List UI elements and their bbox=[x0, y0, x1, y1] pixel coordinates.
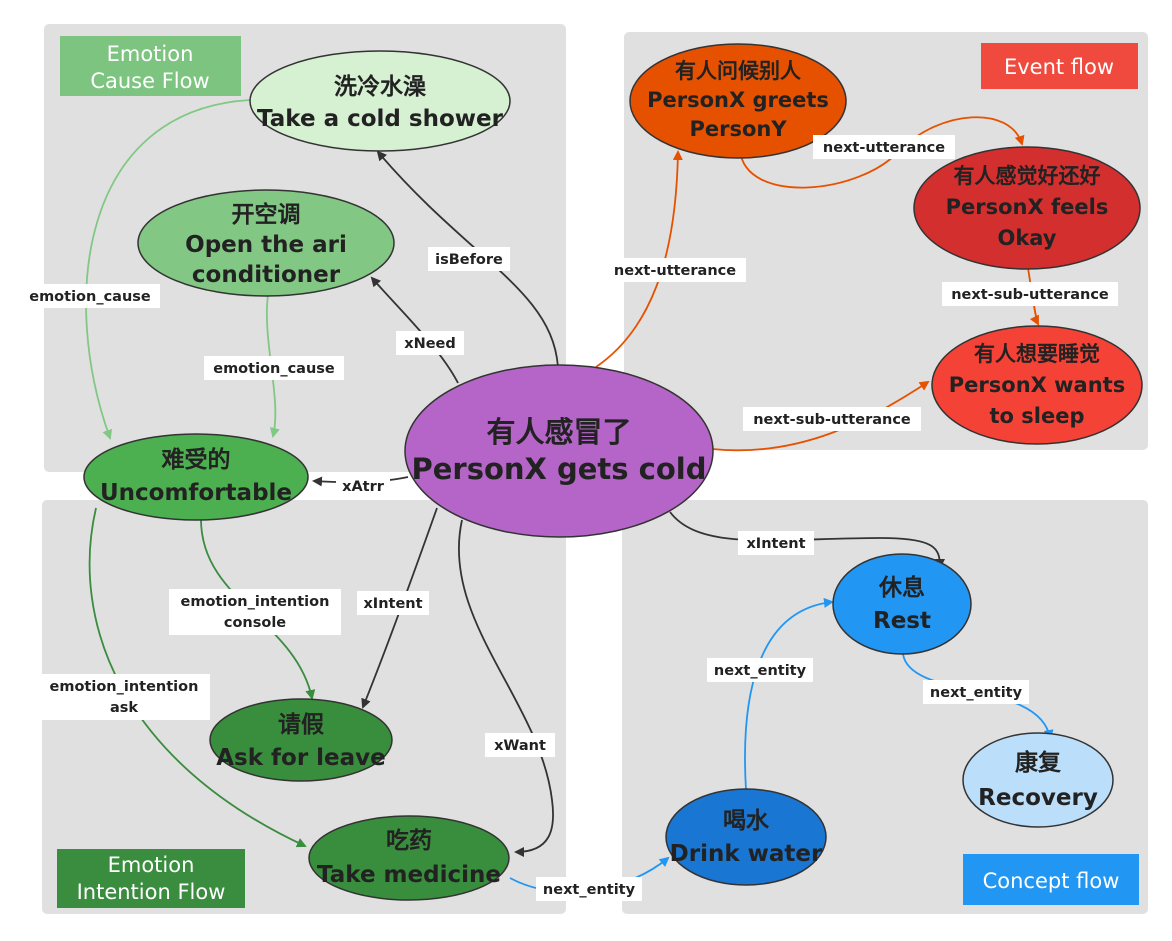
edge-next-sub-utterance-1 bbox=[1027, 267, 1039, 326]
label-emotion-intention-ask: emotion_intention ask bbox=[38, 674, 210, 720]
svg-text:Cause Flow: Cause Flow bbox=[90, 69, 209, 93]
svg-text:Take medicine: Take medicine bbox=[317, 862, 501, 888]
label-next-sub-utterance-1: next-sub-utterance bbox=[942, 282, 1118, 306]
concept-flow-label: Concept flow bbox=[963, 854, 1139, 905]
node-recovery: 康复 Recovery bbox=[962, 732, 1114, 828]
emotion-cause-flow-label: Emotion Cause Flow bbox=[60, 36, 241, 96]
svg-text:conditioner: conditioner bbox=[192, 262, 341, 288]
svg-text:next-sub-utterance: next-sub-utterance bbox=[753, 412, 911, 428]
label-xwant: xWant bbox=[485, 733, 555, 757]
svg-text:Emotion: Emotion bbox=[107, 42, 194, 66]
svg-text:有人感冒了: 有人感冒了 bbox=[486, 415, 631, 449]
label-next-entity-1: next_entity bbox=[536, 877, 642, 901]
svg-text:next_entity: next_entity bbox=[543, 882, 636, 898]
svg-text:Recovery: Recovery bbox=[978, 785, 1098, 811]
svg-text:Uncomfortable: Uncomfortable bbox=[100, 480, 292, 506]
svg-text:emotion_intention: emotion_intention bbox=[181, 594, 330, 610]
svg-text:next-sub-utterance: next-sub-utterance bbox=[951, 287, 1109, 303]
node-medicine: 吃药 Take medicine bbox=[308, 815, 510, 901]
svg-text:xAtrr: xAtrr bbox=[342, 479, 385, 495]
node-cold-shower: 洗冷水澡 Take a cold shower bbox=[249, 50, 511, 152]
edge-isbefore bbox=[376, 150, 559, 368]
svg-text:xIntent: xIntent bbox=[746, 536, 805, 552]
svg-text:PersonX wants: PersonX wants bbox=[949, 373, 1125, 397]
svg-text:emotion_cause: emotion_cause bbox=[213, 361, 335, 377]
edge-xneed bbox=[370, 276, 459, 384]
emotion-intention-flow-label: Emotion Intention Flow bbox=[57, 849, 245, 908]
label-isbefore: isBefore bbox=[428, 247, 510, 271]
svg-text:xWant: xWant bbox=[494, 738, 546, 754]
svg-text:PersonX greets: PersonX greets bbox=[647, 88, 829, 112]
svg-text:Open the ari: Open the ari bbox=[185, 232, 347, 258]
svg-text:Intention Flow: Intention Flow bbox=[77, 880, 226, 904]
label-next-entity-2: next_entity bbox=[707, 658, 813, 682]
event-flow-label: Event flow bbox=[981, 43, 1138, 89]
svg-text:有人感觉好还好: 有人感觉好还好 bbox=[954, 164, 1101, 188]
svg-text:ask: ask bbox=[110, 700, 138, 716]
svg-text:Concept flow: Concept flow bbox=[983, 869, 1120, 893]
svg-text:Event flow: Event flow bbox=[1004, 55, 1114, 79]
svg-text:Take a cold shower: Take a cold shower bbox=[257, 106, 504, 132]
label-emotion-cause-2: emotion_cause bbox=[204, 356, 344, 380]
label-next-utterance-2: next-utterance bbox=[813, 135, 955, 159]
svg-text:xNeed: xNeed bbox=[404, 336, 456, 352]
node-aircon: 开空调 Open the ari conditioner bbox=[137, 189, 395, 297]
svg-text:next-utterance: next-utterance bbox=[823, 140, 945, 156]
svg-text:开空调: 开空调 bbox=[232, 201, 301, 228]
svg-text:console: console bbox=[224, 615, 286, 631]
edge-emotion-cause-1 bbox=[85, 99, 251, 440]
svg-text:to sleep: to sleep bbox=[990, 404, 1085, 428]
label-next-entity-3: next_entity bbox=[923, 680, 1029, 704]
svg-text:康复: 康复 bbox=[1015, 749, 1062, 776]
label-xintent-leave: xIntent bbox=[357, 591, 429, 615]
node-rest: 休息 Rest bbox=[832, 553, 972, 655]
svg-text:喝水: 喝水 bbox=[723, 808, 770, 834]
svg-text:next-utterance: next-utterance bbox=[614, 263, 736, 279]
svg-text:休息: 休息 bbox=[878, 574, 925, 601]
node-water: 喝水 Drink water bbox=[665, 788, 827, 886]
svg-text:Rest: Rest bbox=[873, 608, 931, 634]
svg-text:吃药: 吃药 bbox=[386, 828, 432, 854]
edge-next-sub-utterance-2 bbox=[711, 380, 930, 452]
label-emotion-cause-1: emotion_cause bbox=[20, 284, 160, 308]
label-xatrr: xAtrr bbox=[336, 475, 390, 497]
svg-text:isBefore: isBefore bbox=[435, 252, 503, 268]
label-emotion-intention-console: emotion_intention console bbox=[169, 589, 341, 635]
label-next-sub-utterance-2: next-sub-utterance bbox=[743, 407, 921, 431]
node-uncomfortable: 难受的 Uncomfortable bbox=[83, 433, 309, 521]
label-xneed: xNeed bbox=[396, 331, 464, 355]
node-greets: 有人问候别人 PersonX greets PersonY bbox=[629, 43, 847, 159]
svg-text:PersonX feels: PersonX feels bbox=[946, 195, 1109, 219]
node-leave: 请假 Ask for leave bbox=[209, 698, 393, 782]
svg-text:Ask for leave: Ask for leave bbox=[216, 745, 386, 771]
svg-text:Okay: Okay bbox=[997, 226, 1056, 250]
svg-text:next_entity: next_entity bbox=[930, 685, 1023, 701]
svg-text:emotion_cause: emotion_cause bbox=[29, 289, 151, 305]
node-sleep: 有人想要睡觉 PersonX wants to sleep bbox=[931, 325, 1143, 445]
label-next-utterance-1: next-utterance bbox=[604, 258, 746, 282]
edge-xintent-rest bbox=[669, 511, 945, 569]
svg-text:xIntent: xIntent bbox=[363, 596, 422, 612]
node-center: 有人感冒了 PersonX gets cold bbox=[404, 364, 714, 538]
svg-text:难受的: 难受的 bbox=[161, 446, 231, 473]
svg-text:Emotion: Emotion bbox=[108, 853, 195, 877]
node-okay: 有人感觉好还好 PersonX feels Okay bbox=[913, 146, 1141, 270]
svg-text:Drink water: Drink water bbox=[670, 841, 823, 867]
svg-text:洗冷水澡: 洗冷水澡 bbox=[334, 73, 427, 100]
svg-text:emotion_intention: emotion_intention bbox=[50, 679, 199, 695]
svg-text:有人问候别人: 有人问候别人 bbox=[675, 59, 801, 83]
label-xintent-rest: xIntent bbox=[738, 531, 814, 555]
svg-text:请假: 请假 bbox=[278, 712, 324, 738]
svg-text:PersonX gets cold: PersonX gets cold bbox=[412, 452, 707, 486]
svg-text:PersonY: PersonY bbox=[689, 117, 787, 141]
svg-text:有人想要睡觉: 有人想要睡觉 bbox=[974, 342, 1100, 366]
svg-text:next_entity: next_entity bbox=[714, 663, 807, 679]
edge-next-utterance-1 bbox=[595, 150, 683, 368]
